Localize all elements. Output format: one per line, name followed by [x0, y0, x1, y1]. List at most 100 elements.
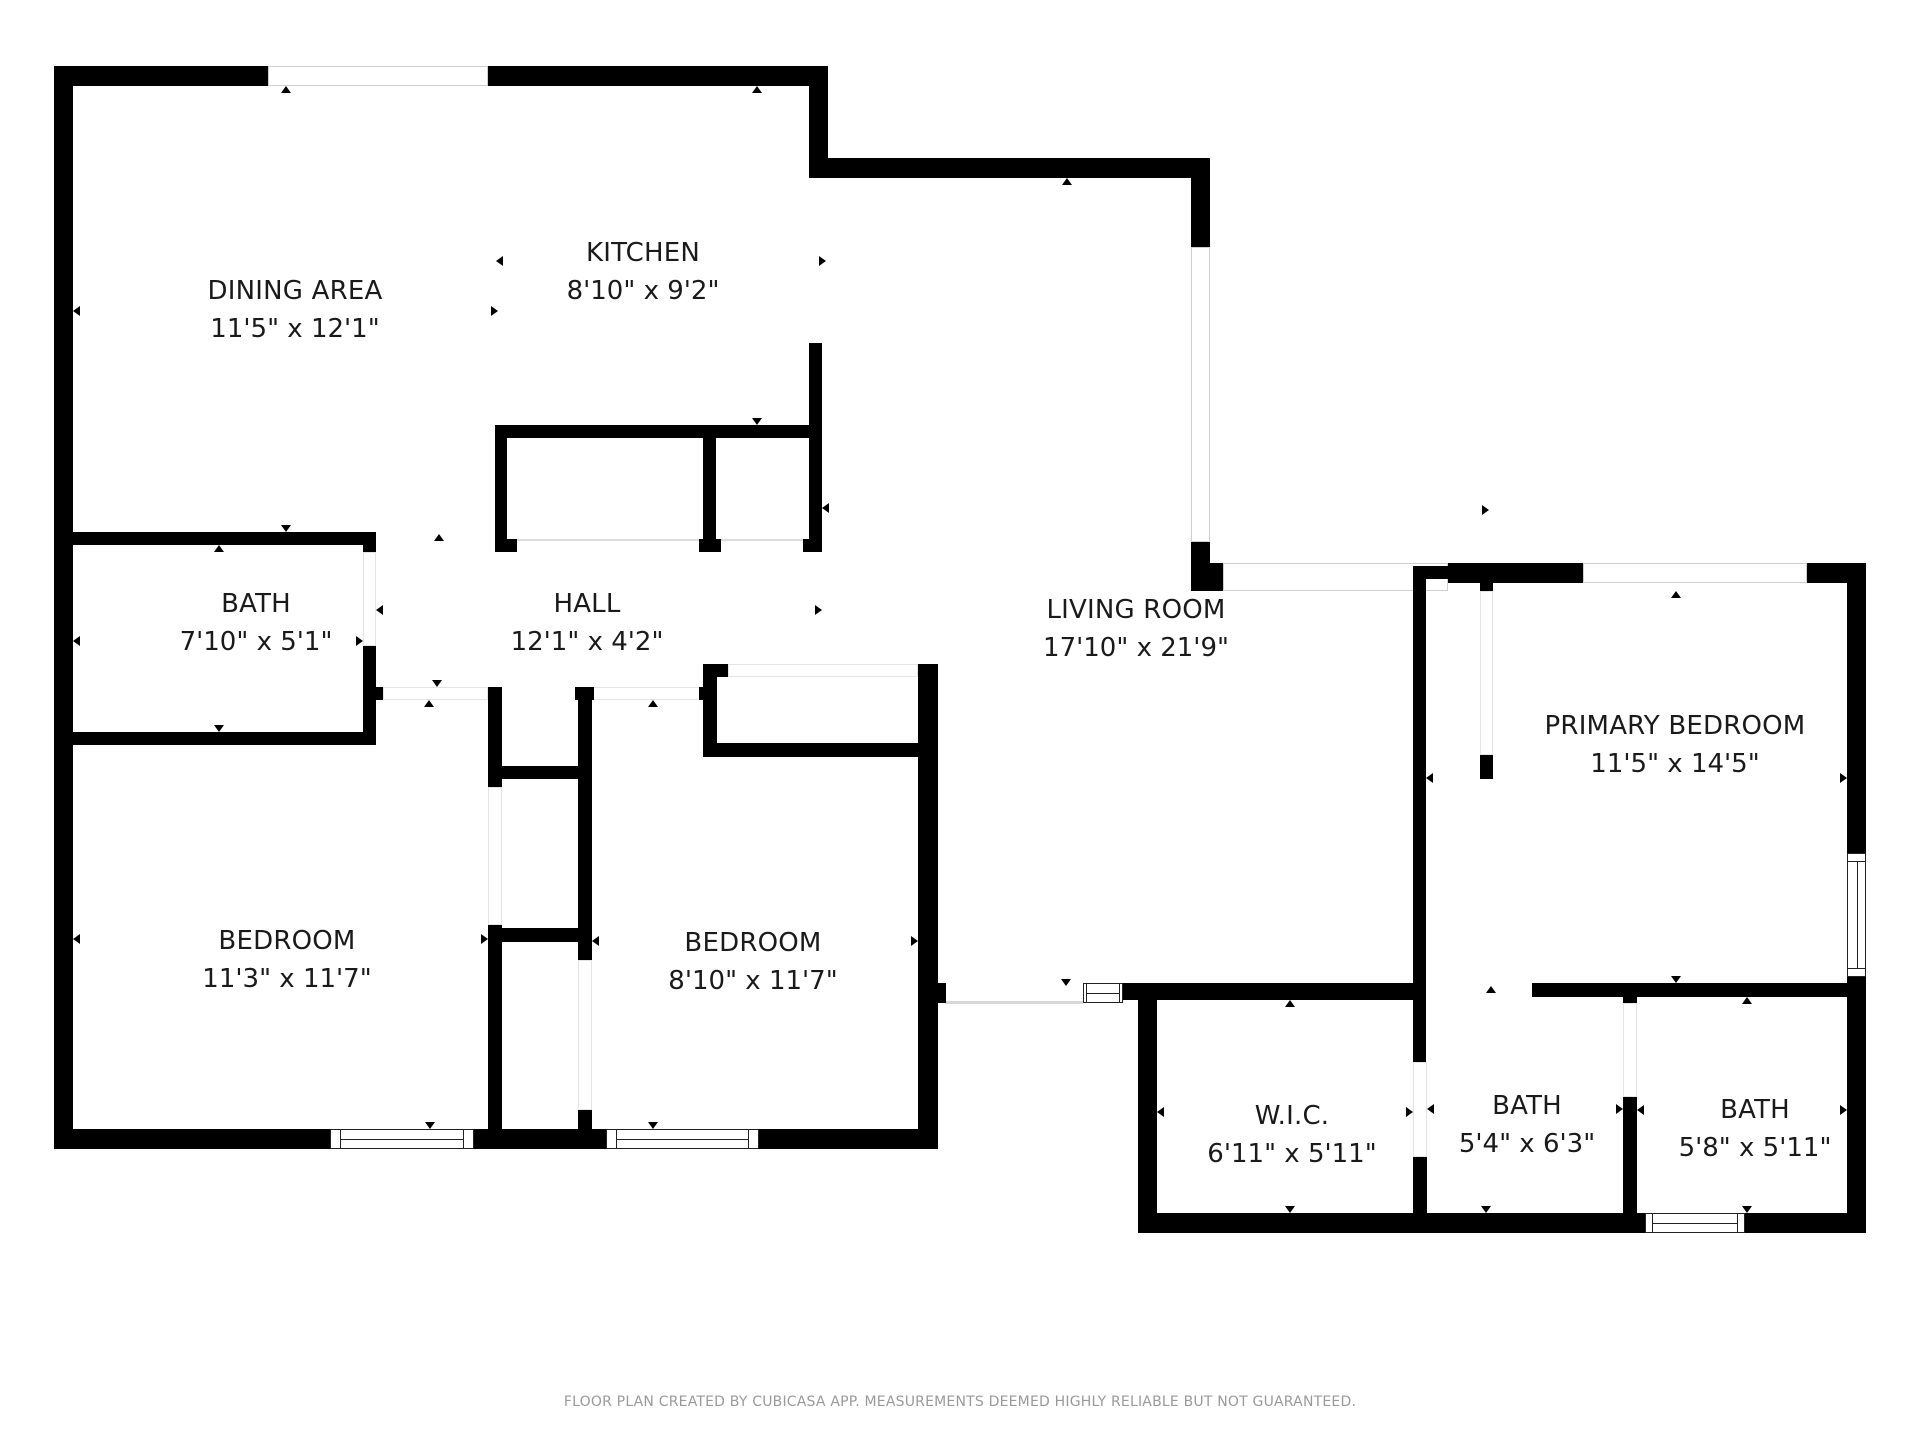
wall [703, 743, 918, 757]
wall [1623, 1097, 1637, 1233]
dimension-marker [1486, 986, 1496, 993]
room-dimensions: 11'5" x 14'5" [1590, 749, 1760, 779]
wall [495, 539, 517, 552]
wall [488, 66, 828, 86]
dimension-marker [1427, 1104, 1434, 1114]
wall [1123, 983, 1423, 1000]
dimension-marker [1840, 1105, 1847, 1115]
room-label-primary-bedroom: PRIMARY BEDROOM 11'5" x 14'5" [1545, 707, 1806, 783]
room-label-wic: W.I.C. 6'11" x 5'11" [1207, 1097, 1376, 1173]
window [330, 1129, 474, 1149]
wall [1191, 158, 1210, 247]
window [1645, 1213, 1745, 1233]
door-opening [383, 687, 488, 700]
room-name: BATH [221, 589, 291, 619]
window [268, 66, 488, 86]
dimension-marker [648, 1122, 658, 1129]
room-label-hall: HALL 12'1" x 4'2" [511, 585, 664, 661]
wall [803, 539, 822, 552]
wall [1191, 563, 1223, 591]
closet-door [728, 664, 918, 677]
dimension-marker [1840, 773, 1847, 783]
dimension-marker [434, 534, 444, 541]
dimension-marker [911, 936, 918, 946]
disclaimer-footer: FLOOR PLAN CREATED BY CUBICASA APP. MEAS… [563, 1394, 1357, 1410]
wall [488, 766, 592, 779]
wall [699, 539, 721, 552]
room-label-bath-3: BATH 5'8" x 5'11" [1679, 1091, 1832, 1167]
room-name: BATH [1720, 1095, 1790, 1125]
door-opening [1623, 1003, 1637, 1097]
room-label-bedroom-2: BEDROOM 8'10" x 11'7" [668, 924, 837, 1000]
room-dimensions: 5'4" x 6'3" [1458, 1129, 1596, 1159]
dimension-marker [1285, 1206, 1295, 1213]
dimension-marker [1062, 178, 1072, 185]
dimension-marker [1671, 976, 1681, 983]
dimension-marker [425, 1122, 435, 1129]
wall [363, 687, 383, 700]
wall [578, 687, 592, 960]
room-name: DINING AREA [207, 276, 383, 306]
wall [54, 532, 376, 545]
wall [1847, 977, 1866, 1233]
dimension-marker [1406, 1107, 1413, 1117]
wall [1623, 983, 1637, 1003]
room-dimensions: 7'10" x 5'1" [179, 627, 333, 657]
wall [578, 1110, 592, 1149]
dimension-marker [752, 86, 762, 93]
wall [759, 1129, 938, 1149]
wall [54, 66, 268, 86]
dimension-marker [1482, 505, 1489, 515]
dimension-marker [1671, 591, 1681, 598]
window [606, 1129, 759, 1149]
room-name: LIVING ROOM [1046, 595, 1226, 625]
room-name: BATH [1492, 1091, 1562, 1121]
dimension-marker [815, 605, 822, 615]
dimension-marker [73, 636, 80, 646]
room-dimensions: 12'1" x 4'2" [510, 627, 664, 657]
dimension-marker [822, 503, 829, 513]
dimension-marker [73, 306, 80, 316]
window [1583, 563, 1807, 583]
door-opening [945, 1001, 1083, 1004]
dimension-marker [1285, 1000, 1295, 1007]
wall [1413, 566, 1493, 579]
window [1847, 853, 1866, 977]
wall [1138, 1213, 1645, 1233]
wall [495, 425, 507, 552]
wall [703, 664, 728, 677]
room-name: KITCHEN [585, 238, 701, 268]
wall [363, 532, 376, 552]
wall [809, 66, 828, 178]
room-label-bath-2: BATH 5'4" x 6'3" [1459, 1087, 1595, 1163]
dimension-marker [648, 700, 658, 707]
closet-door [488, 787, 502, 925]
wall [703, 425, 716, 552]
room-dimensions: 8'10" x 9'2" [566, 276, 720, 306]
dimension-marker [376, 605, 383, 615]
wall [1138, 983, 1157, 1233]
room-name: BEDROOM [684, 928, 822, 958]
dimension-marker [819, 256, 826, 266]
dimension-marker [1742, 1206, 1752, 1213]
dimension-marker [1426, 773, 1433, 783]
dimension-marker [73, 934, 80, 944]
door-opening [1480, 591, 1493, 755]
window [1223, 563, 1448, 591]
closet-door [721, 539, 803, 541]
wall [1480, 755, 1493, 779]
dimension-marker [481, 934, 488, 944]
wall [699, 687, 705, 700]
wall [488, 928, 592, 942]
room-dimensions: 8'10" x 11'7" [668, 966, 838, 996]
dimension-marker [496, 256, 503, 266]
wall [575, 687, 594, 700]
dimension-marker [214, 725, 224, 732]
dimension-marker [1481, 1206, 1491, 1213]
wall [1745, 1213, 1866, 1233]
dimension-marker [432, 680, 442, 687]
room-dimensions: 6'11" x 5'11" [1207, 1139, 1377, 1169]
wall [809, 158, 1210, 178]
room-label-bath-1: BATH 7'10" x 5'1" [180, 585, 333, 661]
